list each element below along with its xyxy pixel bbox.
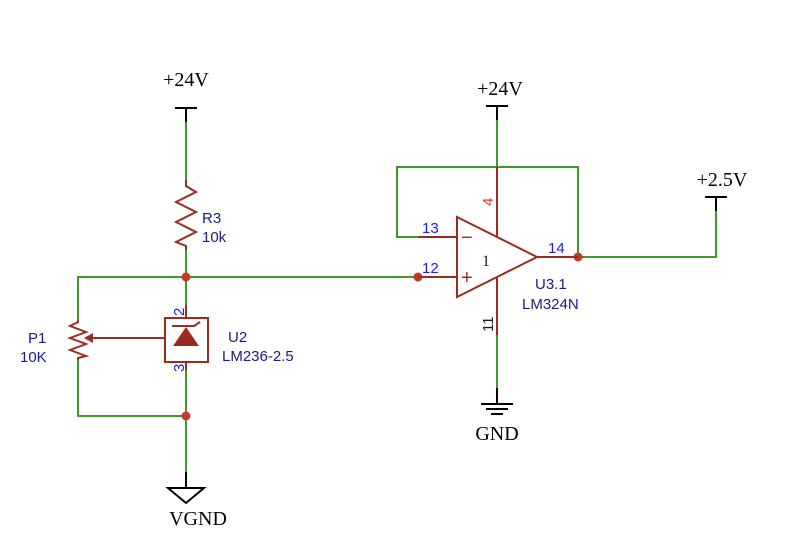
wires — [77, 120, 717, 472]
opamp-unit-number: 1 — [482, 253, 490, 270]
potentiometer-p1: P1 10K — [20, 320, 165, 366]
junction-dot — [181, 411, 191, 421]
p1-ref: P1 — [28, 330, 46, 347]
u2-pin-top: 2 — [171, 308, 188, 316]
ground-label-vgnd: VGND — [169, 508, 227, 530]
wire-node-horizontal — [77, 276, 417, 320]
u2-ref: U2 — [228, 329, 247, 346]
power-label-out-2v5: +2.5V — [697, 169, 748, 191]
opamp-pin-out: 14 — [548, 240, 565, 257]
ground-label-gnd: GND — [475, 423, 518, 445]
wire-feedback — [396, 166, 579, 257]
reference-diode-u2: 2 3 U2 LM236-2.5 — [164, 305, 294, 372]
opamp-pin-plus: 12 — [422, 260, 439, 277]
u2-pin-bottom: 3 — [171, 364, 188, 372]
power-symbol-out-2v5: +2.5V — [697, 169, 748, 211]
opamp-u3: − + 1 13 12 14 4 11 U3.1 LM324N — [418, 167, 579, 335]
u3-value: LM324N — [522, 296, 579, 313]
wire-output — [578, 211, 717, 258]
power-symbol-left-24v: +24V — [163, 69, 209, 122]
power-label-right-24v: +24V — [477, 78, 523, 100]
r3-value: 10k — [202, 229, 227, 246]
opamp-pin-vcc: 4 — [480, 198, 497, 206]
power-label-left-24v: +24V — [163, 69, 209, 91]
power-symbol-right-24v: +24V — [477, 78, 523, 120]
opamp-pin-minus: 13 — [422, 220, 439, 237]
resistor-r3: R3 10k — [173, 180, 227, 250]
p1-value: 10K — [20, 349, 47, 366]
opamp-pin-gnd: 11 — [480, 316, 497, 332]
r3-ref: R3 — [202, 210, 221, 227]
ground-symbol-vgnd: VGND — [165, 472, 227, 530]
opamp-plus-sign: + — [461, 267, 473, 289]
opamp-minus-sign: − — [461, 227, 473, 249]
wire-p1-bottom — [77, 360, 186, 417]
u2-value: LM236-2.5 — [222, 348, 294, 365]
ground-symbol-gnd: GND — [475, 388, 519, 445]
u3-ref: U3.1 — [535, 276, 567, 293]
junction-dot — [181, 272, 191, 282]
